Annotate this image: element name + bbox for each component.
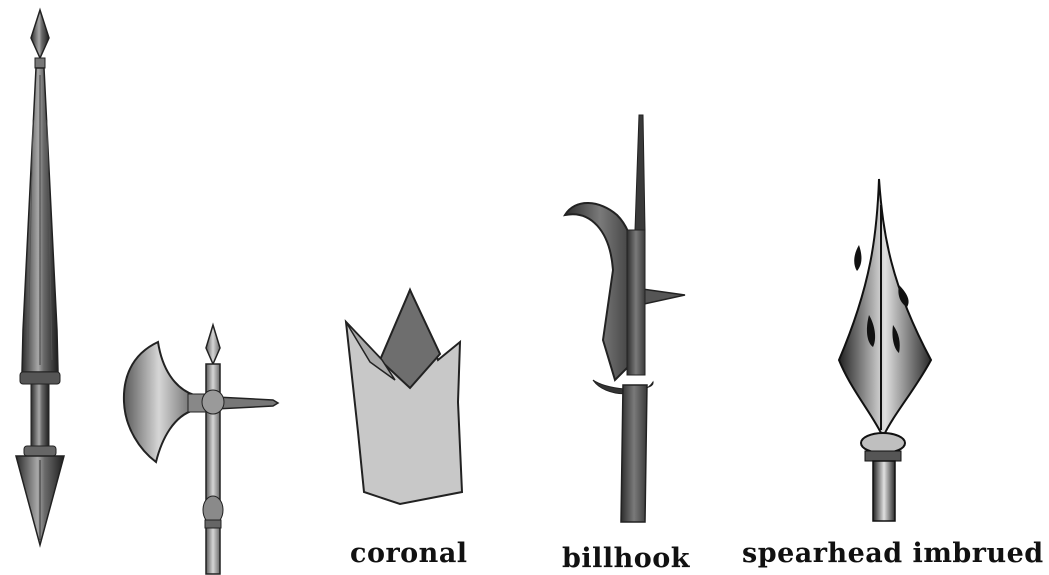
coronal-icon bbox=[340, 282, 470, 512]
billhook-icon bbox=[555, 110, 695, 530]
double-spear-icon bbox=[0, 0, 80, 560]
caption-coronal: coronal bbox=[350, 538, 468, 569]
caption-spearhead-imbrued: spearhead imbrued bbox=[742, 538, 1044, 569]
caption-billhook: billhook bbox=[562, 543, 690, 574]
poleaxe-icon bbox=[118, 320, 288, 575]
bloody-spearhead-icon bbox=[835, 175, 935, 525]
